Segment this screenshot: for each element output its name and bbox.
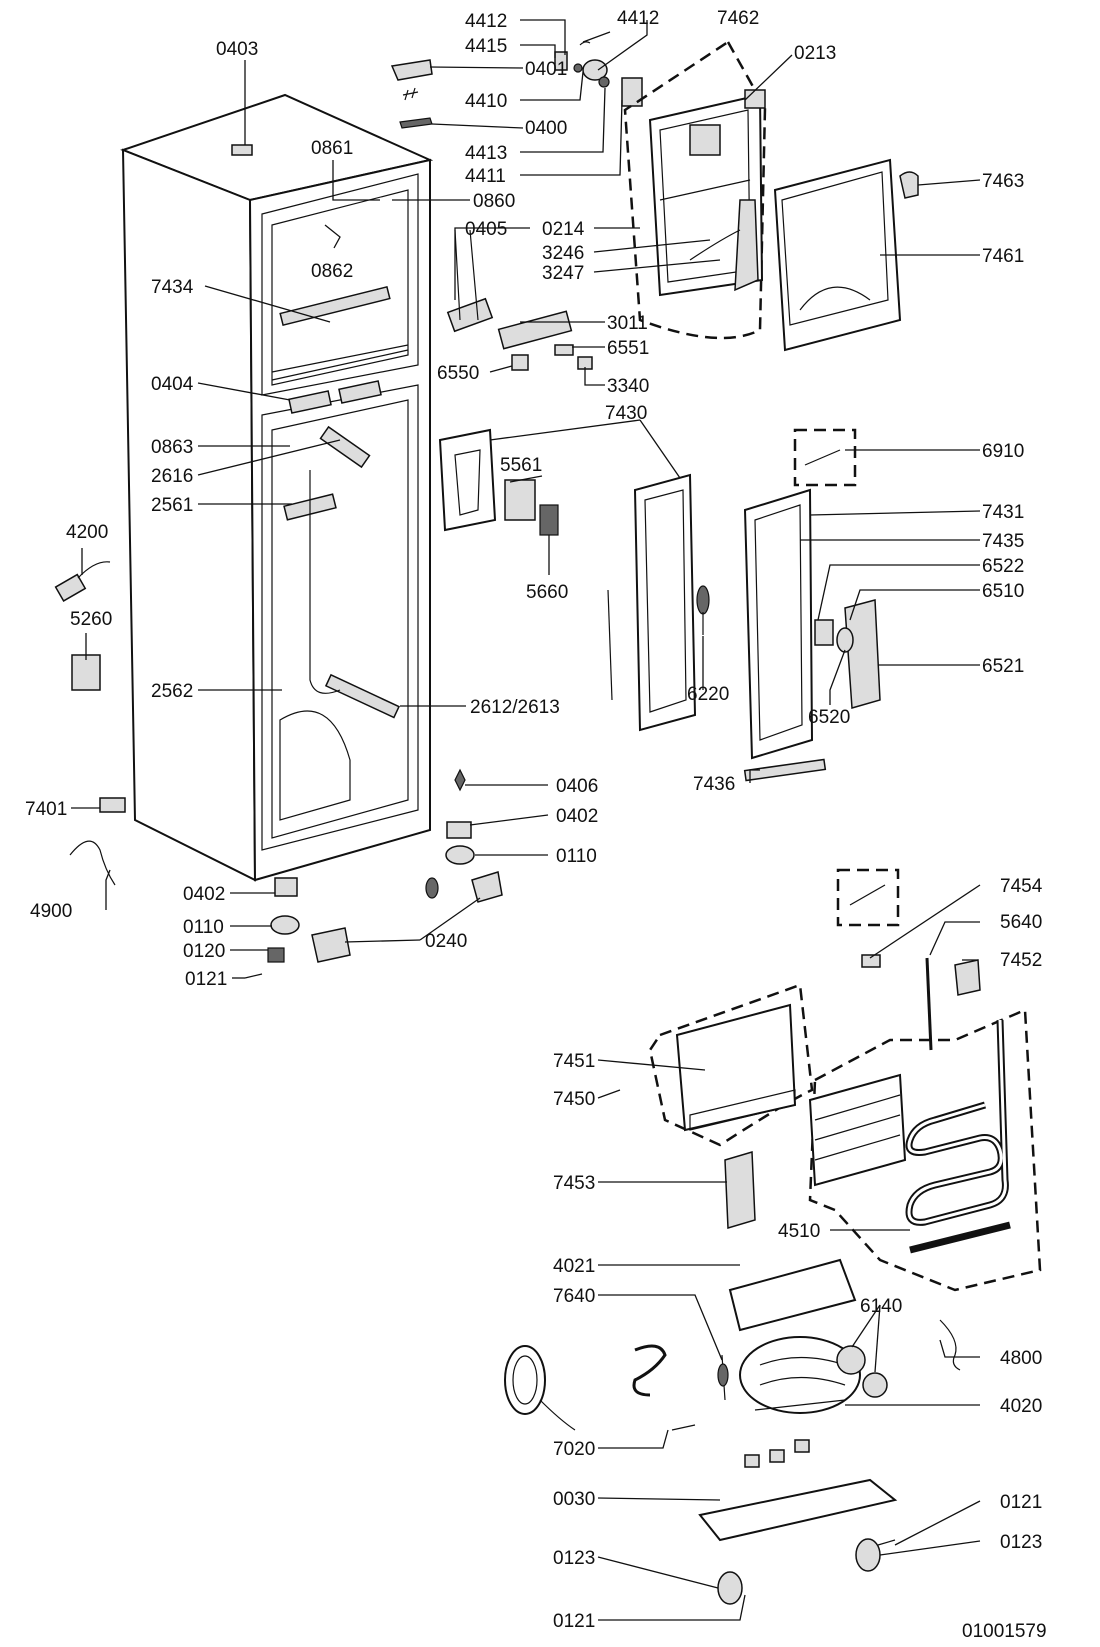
label-2562: 2562 [151, 681, 193, 702]
label-7450: 7450 [553, 1089, 595, 1110]
label-6522: 6522 [982, 556, 1024, 577]
label-7451: 7451 [553, 1051, 595, 1072]
label-0863: 0863 [151, 437, 193, 458]
center-small-parts [446, 229, 593, 371]
label-4410: 4410 [465, 91, 507, 112]
label-7462: 7462 [717, 8, 759, 29]
part-labels: 4412 4412 7462 4415 0401 0403 0213 4410 … [25, 8, 1047, 1642]
label-6910: 6910 [982, 441, 1024, 462]
label-0403: 0403 [216, 39, 258, 60]
label-4413: 4413 [465, 143, 507, 164]
label-4415: 4415 [465, 36, 507, 57]
label-3246: 3246 [542, 243, 584, 264]
label-2561: 2561 [151, 495, 193, 516]
label-0240: 0240 [425, 931, 467, 952]
label-4510: 4510 [778, 1221, 820, 1242]
label-6140: 6140 [860, 1296, 902, 1317]
label-6550: 6550 [437, 363, 479, 384]
label-2616: 2616 [151, 466, 193, 487]
label-6510: 6510 [982, 581, 1024, 602]
label-4412-a: 4412 [465, 11, 507, 32]
label-7640: 7640 [553, 1286, 595, 1307]
label-0030: 0030 [553, 1489, 595, 1510]
label-7431: 7431 [982, 502, 1024, 523]
label-0120: 0120 [183, 941, 225, 962]
label-4900: 4900 [30, 901, 72, 922]
label-4412-b: 4412 [617, 8, 659, 29]
label-5561: 5561 [500, 455, 542, 476]
label-4411: 4411 [465, 166, 506, 187]
label-0862: 0862 [311, 261, 353, 282]
label-0406: 0406 [556, 776, 598, 797]
label-0121-b: 0121 [1000, 1492, 1042, 1513]
label-0400: 0400 [525, 118, 567, 139]
label-0405: 0405 [465, 219, 507, 240]
label-0123-b: 0123 [553, 1548, 595, 1569]
label-5260: 5260 [70, 609, 112, 630]
label-7454: 7454 [1000, 876, 1043, 897]
label-7434: 7434 [151, 277, 194, 298]
leader-lines [71, 19, 981, 1621]
label-6521: 6521 [982, 656, 1024, 677]
label-0121-c: 0121 [553, 1611, 595, 1632]
label-0214: 0214 [542, 219, 585, 240]
label-3247: 3247 [542, 263, 584, 284]
label-7453: 7453 [553, 1173, 595, 1194]
label-0860: 0860 [473, 191, 515, 212]
label-0110-a: 0110 [556, 846, 597, 867]
left-side-parts [54, 561, 503, 979]
drawing-number: 01001579 [962, 1621, 1047, 1642]
middle-assemblies [438, 428, 881, 782]
label-6520: 6520 [808, 707, 850, 728]
label-7020: 7020 [553, 1439, 595, 1460]
label-7435: 7435 [982, 531, 1024, 552]
cooling-system-parts [504, 868, 1042, 1605]
evaporator-cover-assembly [623, 40, 919, 352]
label-2612-2613: 2612/2613 [470, 697, 560, 718]
label-5660: 5660 [526, 582, 568, 603]
label-0401: 0401 [525, 59, 567, 80]
label-0404: 0404 [151, 374, 194, 395]
label-0213: 0213 [794, 43, 836, 64]
label-0402-b: 0402 [183, 884, 225, 905]
label-6551: 6551 [607, 338, 649, 359]
label-0123-a: 0123 [1000, 1532, 1042, 1553]
label-0402-a: 0402 [556, 806, 598, 827]
label-6220: 6220 [687, 684, 729, 705]
refrigerator-cabinet [99, 93, 434, 882]
label-5640: 5640 [1000, 912, 1042, 933]
label-0110-b: 0110 [183, 917, 224, 938]
label-3340: 3340 [607, 376, 649, 397]
label-4200: 4200 [66, 522, 108, 543]
label-4800: 4800 [1000, 1348, 1042, 1369]
label-7436: 7436 [693, 774, 735, 795]
label-7463: 7463 [982, 171, 1024, 192]
label-7452: 7452 [1000, 950, 1042, 971]
label-0861: 0861 [311, 138, 353, 159]
label-4021: 4021 [553, 1256, 595, 1277]
label-0121-a: 0121 [185, 969, 227, 990]
label-3011: 3011 [607, 313, 648, 334]
label-7430: 7430 [605, 403, 647, 424]
label-4020: 4020 [1000, 1396, 1042, 1417]
label-7401: 7401 [25, 799, 67, 820]
label-7461: 7461 [982, 246, 1024, 267]
